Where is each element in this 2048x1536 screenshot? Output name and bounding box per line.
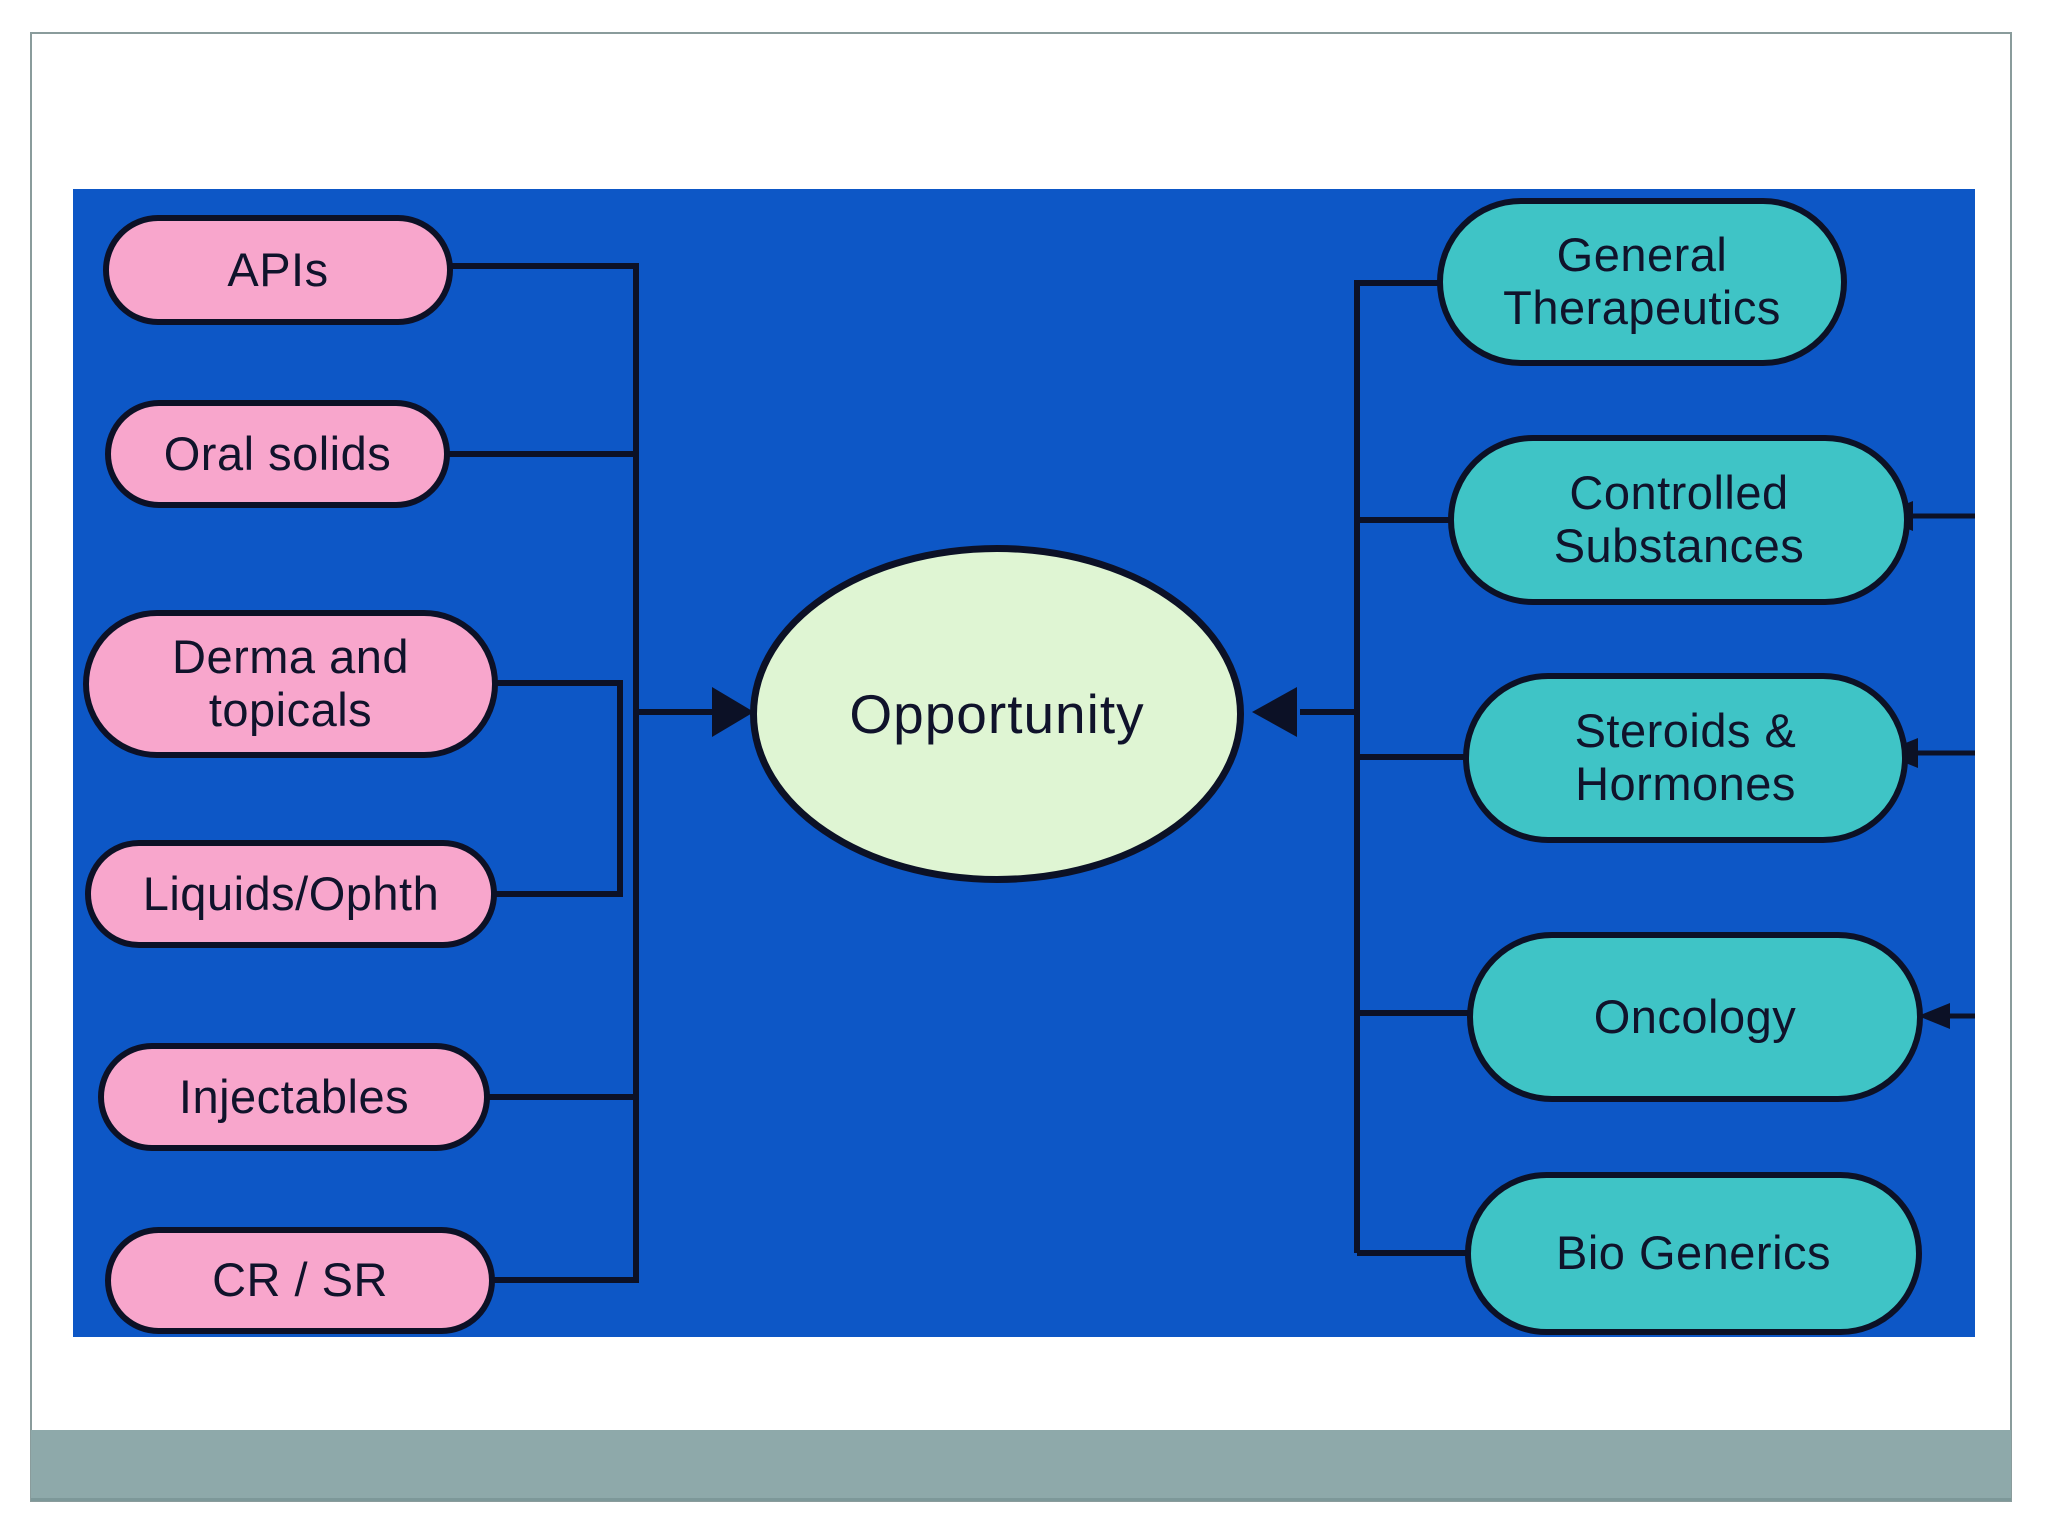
node-oncology-label: Oncology [1593,989,1797,1043]
node-general-therapeutics: General Therapeutics [1437,198,1847,366]
arrow-into-oncology [1918,1003,1950,1029]
arrow-right-to-center [1252,687,1297,737]
node-controlled-substances-label: Controlled Substances [1553,466,1805,572]
node-apis-label: APIs [227,242,329,296]
node-derma-topicals-label: Derma and topicals [172,630,409,736]
node-opportunity: Opportunity [750,545,1244,883]
node-bio-generics: Bio Generics [1465,1172,1922,1335]
node-steroids-hormones-label: Steroids & Hormones [1574,704,1797,810]
node-opportunity-label: Opportunity [849,683,1145,745]
node-oncology: Oncology [1467,932,1923,1102]
node-liquids-ophth: Liquids/Ophth [85,840,497,948]
node-steroids-hormones: Steroids & Hormones [1463,673,1908,843]
node-bio-generics-label: Bio Generics [1555,1226,1832,1280]
node-apis: APIs [103,215,453,325]
node-injectables: Injectables [98,1043,490,1151]
node-controlled-substances: Controlled Substances [1448,435,1910,605]
node-general-therapeutics-label: General Therapeutics [1503,228,1781,334]
node-cr-sr-label: CR / SR [212,1253,388,1307]
footer-bar [31,1430,2011,1501]
node-oral-solids-label: Oral solids [163,426,392,480]
right-connectors [1300,280,1471,1256]
node-oral-solids: Oral solids [105,400,450,508]
arrow-left-to-center [712,687,754,737]
node-derma-topicals: Derma and topicals [83,610,498,758]
node-liquids-ophth-label: Liquids/Ophth [142,866,440,920]
node-cr-sr: CR / SR [105,1227,495,1334]
node-injectables-label: Injectables [178,1069,410,1123]
left-connectors [447,263,722,1283]
